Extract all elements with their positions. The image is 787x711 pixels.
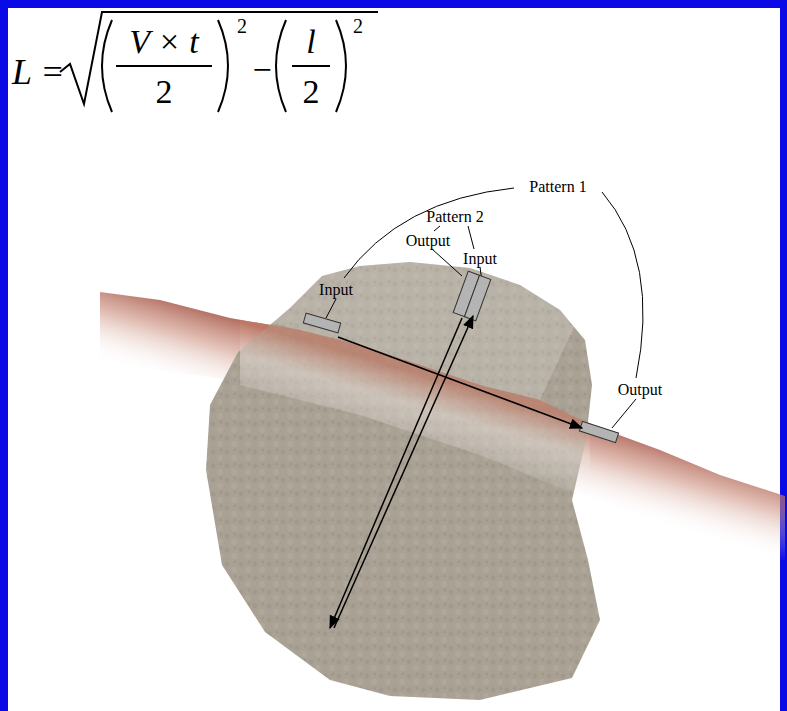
frame-bar	[780, 0, 787, 711]
formula-term: 2	[303, 75, 320, 109]
formula-term: V × t	[129, 25, 199, 59]
formula-symbols	[60, 12, 378, 112]
sensor-label: Input	[319, 282, 353, 298]
soil-band-rock	[240, 320, 590, 500]
pattern-label: Pattern 2	[426, 209, 483, 225]
rock	[206, 262, 600, 700]
pattern-label: Pattern 1	[529, 179, 586, 195]
frame-bar	[0, 0, 8, 711]
sensor-label: Input	[463, 251, 497, 267]
frame-bar	[0, 0, 787, 8]
formula-term: L =	[12, 54, 65, 90]
sensor-label: Output	[406, 233, 450, 249]
formula-term: 2	[156, 75, 173, 109]
sensors	[303, 271, 618, 442]
sensor-label: Output	[618, 382, 662, 398]
formula-exponent: 2	[353, 16, 363, 36]
formula-term: l	[306, 25, 315, 59]
formula-term: −	[252, 53, 271, 87]
leader-lines	[326, 188, 643, 428]
wave-paths	[330, 316, 582, 628]
formula-exponent: 2	[237, 16, 247, 36]
